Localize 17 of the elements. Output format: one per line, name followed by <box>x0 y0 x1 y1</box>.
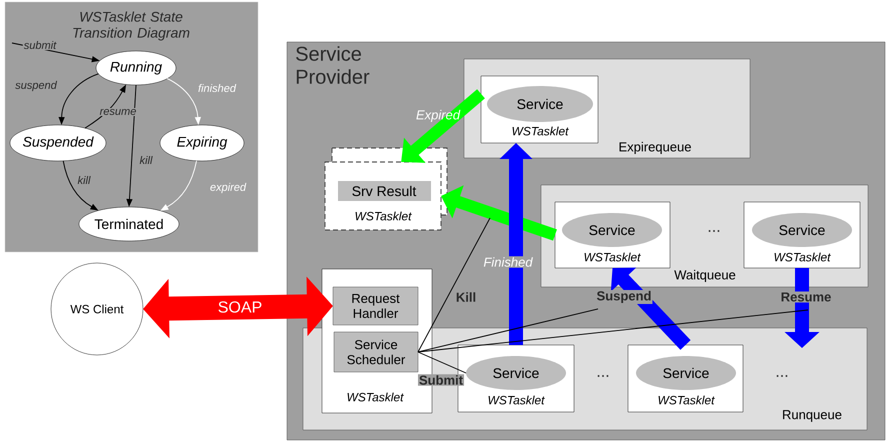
handler-box: Request Handler <box>332 286 418 326</box>
edge-label: kill <box>138 155 154 165</box>
edge-label: Suspend <box>596 290 652 304</box>
edge-label: SOAP <box>216 300 264 314</box>
edge-label: suspend <box>14 80 58 92</box>
edge-label: finished <box>197 82 237 94</box>
ellipsis: ... <box>776 375 788 377</box>
arrow <box>610 268 691 350</box>
result-box: Srv Result <box>338 181 431 201</box>
ellipsis: ... <box>708 230 720 232</box>
edge-label: kill <box>76 175 92 185</box>
ellipsis: ... <box>598 375 608 377</box>
arrow <box>401 89 485 163</box>
scheduler-box: Service Scheduler <box>334 332 418 372</box>
edge-label: Submit <box>418 374 464 386</box>
edge-label: Finished <box>482 256 534 268</box>
edge-label: Resume <box>780 291 832 303</box>
